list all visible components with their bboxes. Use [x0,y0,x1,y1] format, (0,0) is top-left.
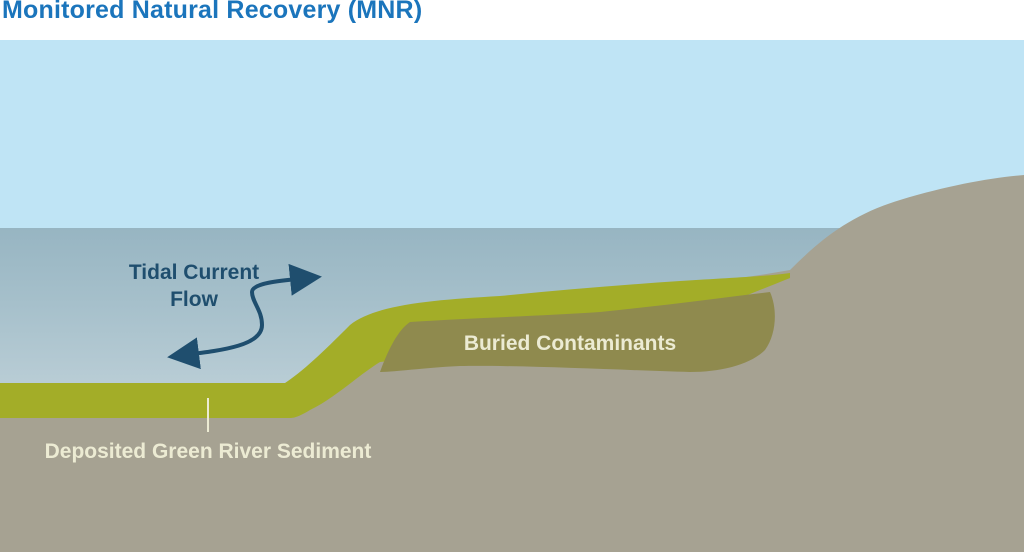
sky [0,40,1024,229]
buried-contaminants-zone [380,292,775,372]
buried-contaminants-label: Buried Contaminants [464,332,676,355]
tidal-current-label-line2: Flow [170,288,218,311]
tidal-current-label-line1: Tidal Current [129,261,259,284]
deposited-sediment-label: Deposited Green River Sediment [45,440,372,463]
tidal-current-arrow [167,263,322,370]
diagram-title: Monitored Natural Recovery (MNR) [2,0,423,24]
